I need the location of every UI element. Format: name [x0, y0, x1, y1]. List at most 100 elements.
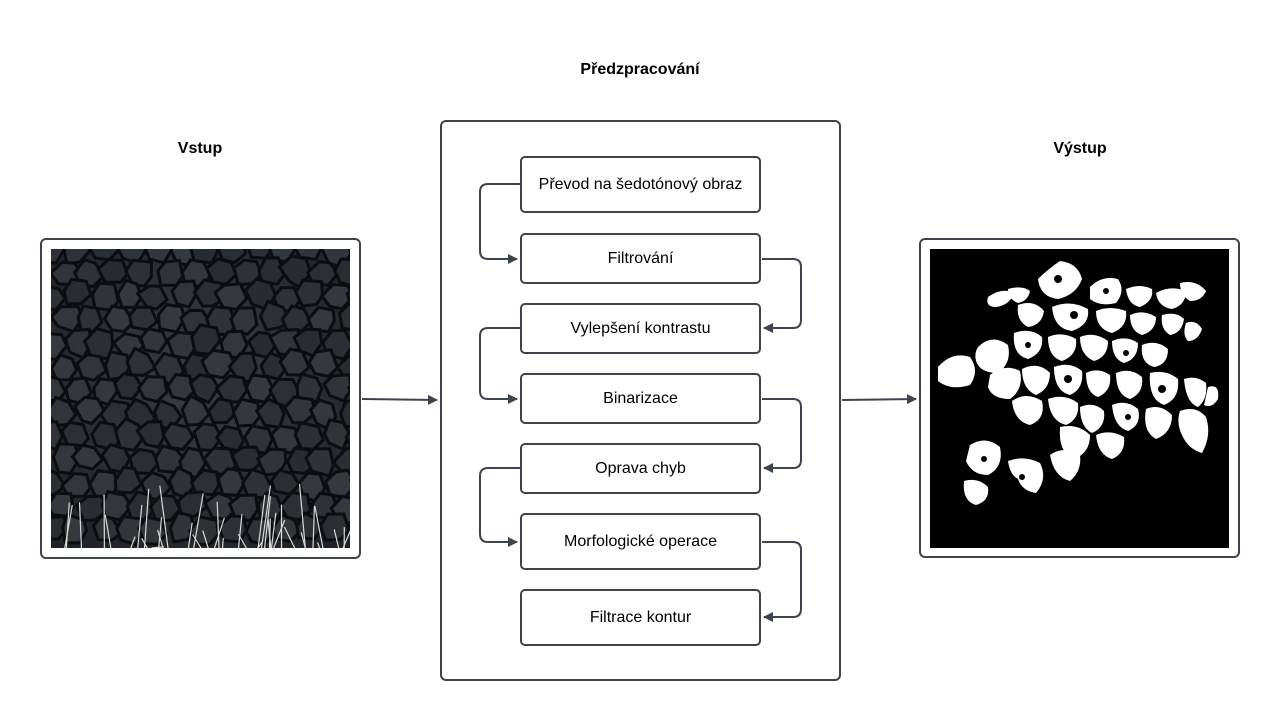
skin-cell [337, 303, 350, 332]
hair-strand [159, 485, 169, 548]
skin-cell [100, 489, 134, 522]
skin-cell [137, 375, 169, 404]
hair-strand [78, 502, 83, 548]
skin-cell [168, 510, 197, 544]
skin-cell [344, 429, 350, 448]
hair-strand [284, 526, 296, 548]
skin-cell [135, 284, 169, 311]
skin-cell [304, 447, 335, 478]
skin-cell [148, 493, 182, 523]
skin-cell [62, 249, 92, 266]
skin-cell [102, 304, 136, 334]
output-mask [930, 249, 1229, 548]
skin-cell [333, 257, 350, 288]
skin-cell [124, 258, 154, 288]
step-error-correction: Oprava chyb [520, 443, 761, 494]
input-heading: Vstup [177, 140, 223, 157]
skin-cell [180, 394, 211, 427]
skin-cell [75, 352, 108, 382]
hair-strand [317, 542, 321, 548]
skin-cell [338, 399, 350, 429]
skin-cell [96, 258, 130, 284]
hair-strand [299, 483, 306, 548]
hair-strand [221, 537, 224, 548]
skin-cell [346, 523, 350, 535]
input-image [51, 249, 350, 548]
skin-cell [165, 372, 196, 402]
skin-cell [322, 373, 350, 403]
hair-strand [257, 541, 263, 548]
hair-strand [137, 504, 143, 548]
output-heading: Výstup [1053, 140, 1107, 157]
skin-cell [127, 305, 159, 332]
skin-cell [257, 256, 288, 286]
skin-cell [51, 249, 66, 265]
step-binarization: Binarizace [520, 373, 761, 424]
skin-cell [135, 420, 166, 449]
skin-cell [125, 346, 158, 377]
hair-strand [158, 517, 163, 548]
skin-cell [347, 384, 350, 394]
step-morphology: Morfologické operace [520, 513, 761, 570]
skin-cell [51, 353, 79, 382]
hair-strand [216, 501, 220, 548]
skin-cell [322, 418, 350, 452]
step-grayscale: Převod na šedotónový obraz [520, 156, 761, 213]
step-filtering: Filtrování [520, 233, 761, 284]
arrow-input-to-preprocessing [361, 394, 438, 405]
skin-cell [51, 442, 81, 476]
hair-strand [314, 505, 324, 548]
skin-cell [187, 515, 220, 547]
skin-cell [73, 395, 107, 426]
hair-strand [192, 534, 202, 548]
hair-strand [267, 517, 272, 548]
skin-cell [307, 348, 340, 379]
mask-holes [981, 275, 1166, 480]
skin-cell [139, 327, 169, 355]
skin-cell [229, 306, 259, 336]
skin-cell [189, 468, 221, 497]
skin-cell [60, 471, 92, 498]
hair-strand [312, 505, 315, 548]
hair-strand [151, 546, 165, 548]
skin-cell [74, 494, 111, 523]
skin-cell [70, 443, 105, 471]
skin-cell [200, 348, 237, 380]
hair-strand [273, 519, 286, 548]
skin-cell [294, 278, 325, 308]
hair-strand [65, 502, 70, 548]
hair-strand [202, 530, 209, 548]
skin-cell [170, 279, 199, 309]
skin-cell [348, 249, 350, 257]
output-image [930, 249, 1229, 548]
hair-strand [264, 496, 271, 548]
skin-cell [51, 491, 75, 518]
skin-cell [113, 465, 144, 495]
skin-cell [293, 420, 326, 451]
skin-cell [113, 416, 146, 452]
arrow-preprocessing-to-output [841, 394, 917, 405]
step-contour-filter: Filtrace kontur [520, 589, 761, 646]
skin-cell [318, 512, 350, 542]
hair-strand [237, 514, 243, 548]
skin-cell [331, 446, 350, 477]
hair-strand [333, 529, 340, 548]
skin-cell [335, 354, 350, 380]
skin-cell [305, 260, 340, 287]
skin-cell [217, 249, 248, 265]
skin-cell [231, 397, 262, 428]
hair-strand [64, 505, 73, 548]
skin-cell [115, 514, 144, 547]
skin-cell [161, 421, 195, 452]
hair-strand [187, 522, 193, 548]
hair-strand [270, 512, 277, 548]
skin-cell [345, 289, 350, 308]
skin-cell [51, 285, 67, 312]
input-skin-texture [51, 249, 350, 548]
hair-strand [260, 485, 271, 548]
skin-cell [188, 373, 221, 405]
skin-cell [112, 371, 144, 401]
preprocessing-heading: Předzpracování [580, 61, 700, 78]
skin-cell [206, 397, 237, 425]
skin-cell [216, 466, 247, 497]
